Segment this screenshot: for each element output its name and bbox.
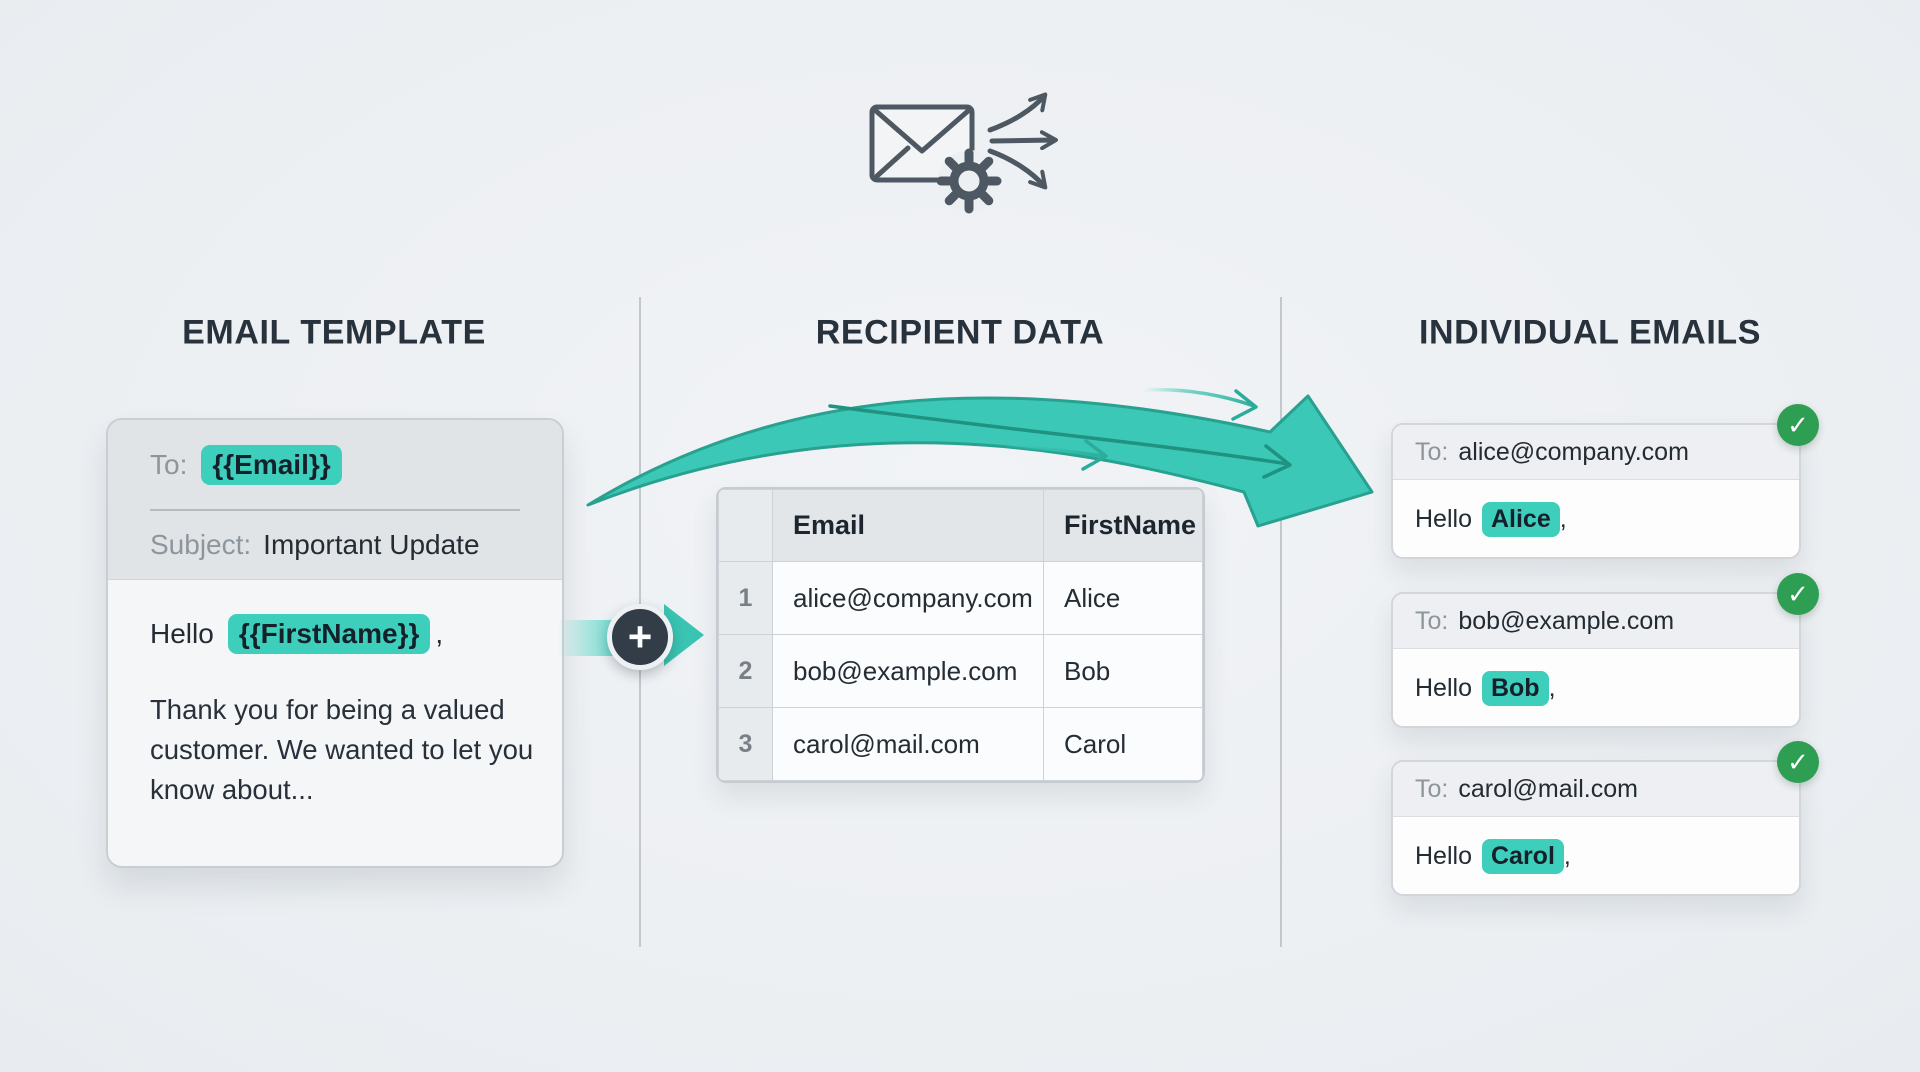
greeting-prefix: Hello [1415,504,1472,533]
accent-arrow-top [1141,387,1258,421]
greeting-prefix: Hello [1415,841,1472,870]
greeting-suffix: , [1559,504,1567,533]
greeting-suffix: , [1548,673,1556,702]
template-body-text: Thank you for being a valued customer. W… [150,694,534,805]
template-subject-row: Subject: Important Update [150,511,520,578]
to-value: alice@company.com [1458,437,1689,466]
firstname-cell: Carol [1043,707,1203,781]
success-check-icon: ✓ [1777,404,1819,446]
email-to-row: To: carol@mail.com [1393,762,1799,817]
email-template-card: To: {{Email}} Subject: Important Update … [106,418,564,868]
template-header: To: {{Email}} Subject: Important Update [108,420,562,580]
firstname-chip: Bob [1481,670,1549,706]
email-to-row: To: bob@example.com [1393,594,1799,649]
to-label: To: [150,448,188,480]
to-label: To: [1415,606,1449,635]
success-check-icon: ✓ [1777,573,1819,615]
greeting-prefix: Hello [150,618,214,649]
email-greeting: Hello Carol , [1393,817,1799,895]
individual-email-card: ✓ To: carol@mail.com Hello Carol , [1391,741,1819,896]
email-cell: bob@example.com [772,634,1044,708]
envelope-flap [873,108,971,154]
email-token-chip: {{Email}} [201,444,342,485]
to-value: bob@example.com [1458,606,1675,635]
firstname-chip: Alice [1481,501,1560,537]
to-value: carol@mail.com [1458,774,1638,803]
firstname-column-header: FirstName [1043,489,1203,562]
greeting-suffix: , [1563,841,1571,870]
email-greeting: Hello Bob , [1393,649,1799,727]
envelope-fold-left [874,145,911,179]
firstname-cell: Alice [1043,561,1203,635]
email-to-row: To: alice@company.com [1393,425,1799,480]
table-row: 3 carol@mail.com Carol [718,707,1203,781]
table-header-row: Email FirstName [718,489,1203,562]
email-column-header: Email [772,489,1044,562]
subject-label: Subject: [150,528,252,560]
greeting-prefix: Hello [1415,673,1472,702]
column-title-email-template: EMAIL TEMPLATE [182,313,486,352]
row-number: 3 [718,707,773,781]
check-glyph: ✓ [1787,409,1809,440]
recipient-data-table: Email FirstName 1 alice@company.com Alic… [716,487,1205,783]
table-row: 2 bob@example.com Bob [718,634,1203,708]
row-number: 1 [718,561,773,635]
row-number: 2 [718,634,773,708]
accent-arrow-bottom [994,439,1108,471]
table-row: 1 alice@company.com Alice [718,561,1203,635]
email-cell: carol@mail.com [772,707,1044,781]
template-header-divider [150,509,520,511]
template-greeting: Hello {{FirstName}} , [150,614,522,654]
to-label: To: [1415,437,1449,466]
template-body: Hello {{FirstName}} , Thank you for bein… [108,580,562,810]
column-title-recipient-data: RECIPIENT DATA [815,313,1105,352]
template-to-row: To: {{Email}} [150,420,520,509]
plus-glyph: + [627,613,653,660]
firstname-cell: Bob [1043,634,1203,708]
firstname-chip: Carol [1481,838,1564,874]
column-title-individual-emails: INDIVIDUAL EMAILS [1418,313,1762,352]
subject-value: Important Update [263,528,480,560]
firstname-token-chip: {{FirstName}} [227,614,431,654]
gear-icon [936,148,1002,214]
individual-email-card: ✓ To: bob@example.com Hello Bob , [1391,573,1819,728]
check-glyph: ✓ [1787,578,1809,609]
greeting-suffix: , [435,618,444,649]
swoosh-inner-arrow [828,404,1292,479]
section-divider-right [1280,297,1282,947]
success-check-icon: ✓ [1777,741,1819,783]
check-glyph: ✓ [1787,746,1809,777]
email-cell: alice@company.com [772,561,1044,635]
email-greeting: Hello Alice , [1393,480,1799,558]
mail-merge-icon [869,92,1058,214]
individual-email-card: ✓ To: alice@company.com Hello Alice , [1391,404,1819,559]
fan-out-arrows-icon [987,92,1058,190]
plus-icon: + [607,604,673,670]
row-number-header [718,489,773,562]
to-label: To: [1415,774,1449,803]
